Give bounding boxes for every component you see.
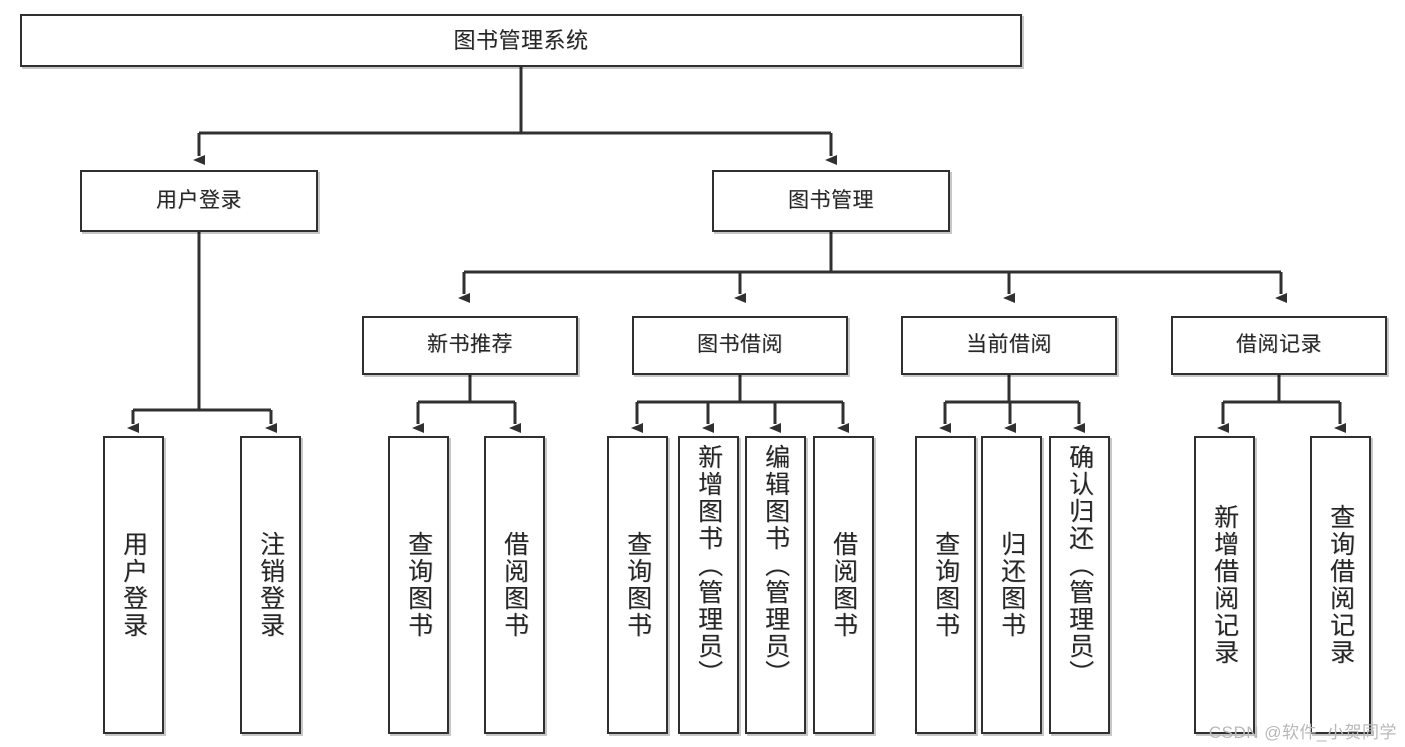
leaf-borrow-book[interactable]: 借阅图书 (813, 436, 874, 734)
leaf-borrow-book-label: 借阅图书 (829, 531, 858, 639)
leaf-return-book[interactable]: 归还图书 (981, 436, 1042, 734)
leaf-add-book-admin[interactable]: 新增图书（管理员） (678, 436, 739, 734)
leaf-logout[interactable]: 注销登录 (240, 436, 301, 734)
node-book-management-label: 图书管理 (788, 188, 874, 212)
node-user-login[interactable]: 用户登录 (80, 170, 318, 232)
node-current-borrow-label: 当前借阅 (966, 333, 1052, 357)
node-current-borrow[interactable]: 当前借阅 (901, 316, 1117, 375)
leaf-edit-book-admin[interactable]: 编辑图书（管理员） (745, 436, 806, 734)
leaf-borrow-book-recommend-label: 借阅图书 (500, 531, 529, 639)
leaf-edit-book-admin-label: 编辑图书（管理员） (761, 444, 790, 687)
node-new-book-recommend-label: 新书推荐 (427, 333, 513, 357)
node-borrow-record-label: 借阅记录 (1236, 333, 1322, 357)
leaf-query-book-current[interactable]: 查询图书 (915, 436, 976, 734)
node-borrow-record[interactable]: 借阅记录 (1171, 316, 1387, 375)
leaf-query-book-borrow[interactable]: 查询图书 (607, 436, 668, 734)
leaf-add-borrow-record[interactable]: 新增借阅记录 (1194, 436, 1255, 734)
leaf-confirm-return-admin-label: 确认归还（管理员） (1065, 444, 1094, 687)
leaf-query-book-recommend[interactable]: 查询图书 (388, 436, 449, 734)
leaf-confirm-return-admin[interactable]: 确认归还（管理员） (1049, 436, 1110, 734)
watermark: CSDN @软件_小贺同学 (1208, 723, 1397, 742)
node-book-borrow-label: 图书借阅 (697, 333, 783, 357)
node-book-management[interactable]: 图书管理 (712, 170, 950, 232)
node-book-borrow[interactable]: 图书借阅 (632, 316, 848, 375)
node-root-label: 图书管理系统 (453, 27, 589, 53)
node-new-book-recommend[interactable]: 新书推荐 (362, 316, 578, 375)
leaf-add-book-admin-label: 新增图书（管理员） (694, 444, 723, 687)
leaf-logout-label: 注销登录 (256, 531, 285, 639)
leaf-user-login[interactable]: 用户登录 (103, 436, 164, 734)
leaf-query-book-current-label: 查询图书 (931, 531, 960, 639)
leaf-query-borrow-record[interactable]: 查询借阅记录 (1310, 436, 1371, 734)
leaf-query-book-borrow-label: 查询图书 (623, 531, 652, 639)
leaf-user-login-label: 用户登录 (119, 531, 148, 639)
leaf-borrow-book-recommend[interactable]: 借阅图书 (484, 436, 545, 734)
leaf-return-book-label: 归还图书 (997, 531, 1026, 639)
leaf-query-book-recommend-label: 查询图书 (404, 531, 433, 639)
leaf-add-borrow-record-label: 新增借阅记录 (1210, 504, 1239, 666)
leaf-query-borrow-record-label: 查询借阅记录 (1326, 504, 1355, 666)
node-user-login-label: 用户登录 (156, 188, 242, 212)
node-root[interactable]: 图书管理系统 (20, 14, 1022, 67)
